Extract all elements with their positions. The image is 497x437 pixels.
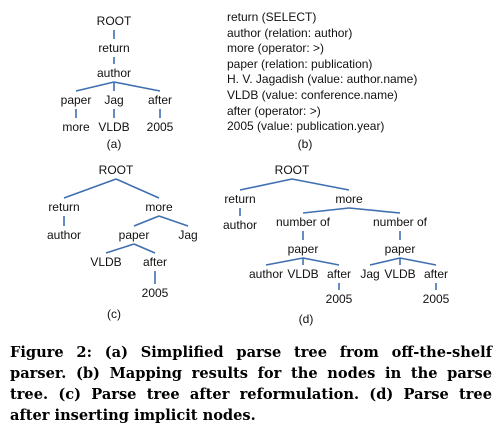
mapping-line: after (operator: >) xyxy=(227,103,321,118)
tree-edge xyxy=(265,257,304,266)
tree-node: 2005 xyxy=(147,120,174,134)
tree-node: 2005 xyxy=(423,292,450,306)
tree-edge xyxy=(399,257,437,266)
tree-edge xyxy=(348,207,401,214)
tree-edge xyxy=(158,215,189,227)
tree-node: VLDB xyxy=(98,120,129,134)
tree-edge xyxy=(302,207,350,214)
tree-edges xyxy=(63,30,437,290)
mapping-line: 2005 (value: publication.year) xyxy=(227,119,385,134)
tree-node: paper xyxy=(288,242,319,256)
tree-node: VLDB xyxy=(287,267,318,281)
tree-node: VLDB xyxy=(384,267,415,281)
tree-edge xyxy=(291,178,350,191)
tree-node: Jag xyxy=(104,93,123,107)
tree-node: author xyxy=(249,267,283,281)
tree-node: ROOT xyxy=(97,14,132,28)
tree-node: after xyxy=(327,267,351,281)
tree-edge xyxy=(105,243,135,254)
tree-node: 2005 xyxy=(326,292,353,306)
tree-edge xyxy=(369,257,401,266)
tree-edge xyxy=(239,178,293,191)
subfigure-label: (d) xyxy=(299,312,314,326)
tree-edge xyxy=(75,81,115,92)
tree-node: 2005 xyxy=(142,286,169,300)
mapping-line: paper (relation: publication) xyxy=(227,56,373,71)
tree-node: paper xyxy=(119,228,150,242)
tree-node: number of xyxy=(373,215,428,229)
tree-node: paper xyxy=(385,242,416,256)
tree-node: ROOT xyxy=(275,163,310,177)
tree-node: return xyxy=(224,192,255,206)
tree-edge xyxy=(63,178,117,199)
tree-node: more xyxy=(62,120,90,134)
tree-node: return xyxy=(98,41,129,55)
tree-node: after xyxy=(143,255,167,269)
tree-edge xyxy=(113,81,161,92)
tree-edge xyxy=(133,243,156,254)
subfigure-label: (b) xyxy=(298,137,313,151)
tree-edge xyxy=(302,257,340,266)
mapping-line: author (relation: author) xyxy=(227,25,353,40)
mapping-line: H. V. Jagadish (value: author.name) xyxy=(227,72,418,87)
tree-edge xyxy=(115,178,160,199)
tree-node: return xyxy=(48,200,79,214)
mapping-line: VLDB (value: conference.name) xyxy=(227,87,398,102)
tree-node: after xyxy=(148,93,172,107)
tree-node: after xyxy=(424,267,448,281)
tree-node: more xyxy=(335,192,363,206)
tree-node: VLDB xyxy=(90,255,121,269)
tree-node: more xyxy=(145,200,173,214)
tree-node: Jag xyxy=(360,267,379,281)
tree-node: author xyxy=(47,228,81,242)
subfigure-label: (a) xyxy=(107,137,122,151)
tree-node: paper xyxy=(61,93,92,107)
figure-caption: Figure 2: (a) Simplified parse tree from… xyxy=(10,344,492,424)
mapping-line: return (SELECT) xyxy=(227,10,317,24)
tree-node: ROOT xyxy=(99,163,134,177)
tree-node: author xyxy=(223,218,257,232)
subfigure-label: (c) xyxy=(107,307,121,321)
tree-edge xyxy=(133,215,160,227)
tree-node: number of xyxy=(276,215,331,229)
mapping-results: return (SELECT) author (relation: author… xyxy=(227,10,417,135)
tree-node: Jag xyxy=(178,228,197,242)
tree-node: author xyxy=(97,66,131,80)
mapping-line: more (operator: >) xyxy=(227,41,325,56)
